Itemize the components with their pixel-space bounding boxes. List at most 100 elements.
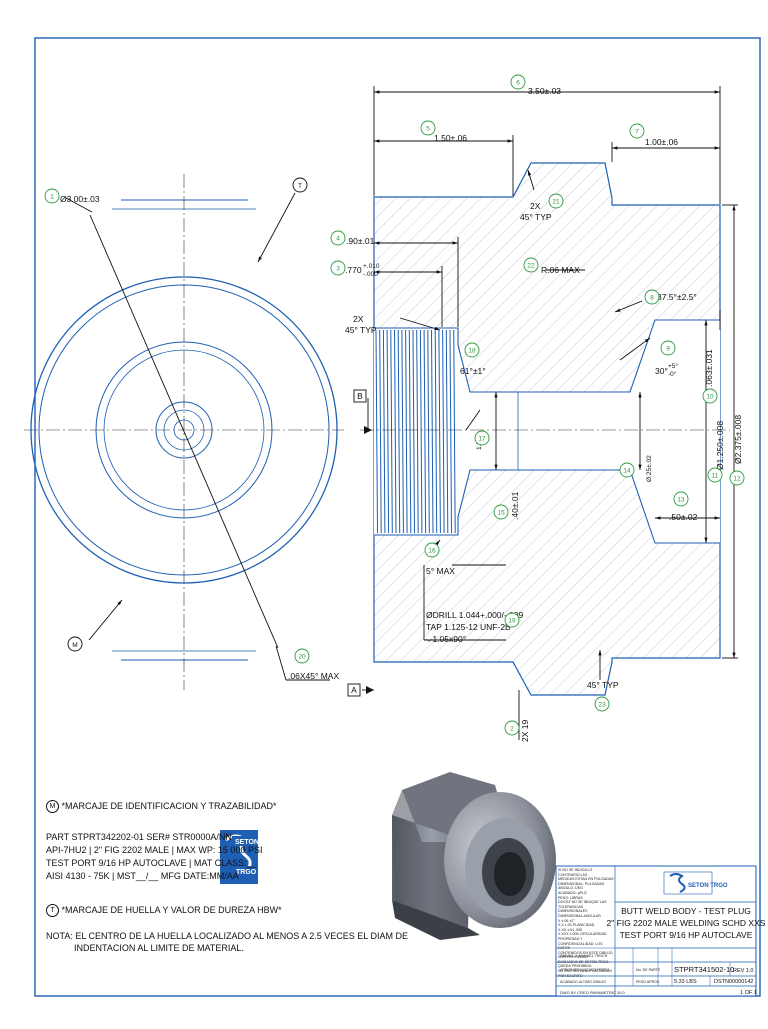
- datum-markers: B A T M: [67, 177, 374, 697]
- title-block-note-line: ACABADO: µPLG: [558, 890, 587, 895]
- title-block-note-line: DIMENSIONAL ANGULAR: [558, 913, 601, 918]
- title-block-note-line: DOCEZ NO SE INDIQUE LAS TOLERANCIAS: [558, 900, 607, 909]
- dim-d9: 30°: [655, 366, 668, 376]
- dim-d13: .50±.02: [669, 512, 698, 522]
- balloon-label: 4: [336, 235, 340, 242]
- title-block-note-line: MEDIDAS ESTAN EN PULGADAS: [558, 877, 614, 882]
- balloon-label: 8: [650, 294, 654, 301]
- dim-d11: Ø1.250±.008: [715, 421, 725, 470]
- balloon-3: 3: [330, 260, 346, 276]
- title-block: SETON TRGO BUTT WELD BODY - TEST PLUG 2"…: [555, 865, 766, 997]
- title-block-note-line: X ±.06 ±2°: [558, 918, 575, 923]
- balloon-label: 5: [426, 125, 430, 132]
- logo-line-1: SETON: [235, 839, 259, 846]
- balloon-label: 14: [623, 467, 631, 474]
- note-m-section: M *MARCAJE DE IDENTIFICACION Y TRAZABILI…: [46, 800, 277, 813]
- revision: REV 1.0: [733, 968, 753, 974]
- balloon-label: 19: [508, 617, 516, 624]
- logo-line-2: TRGO: [236, 869, 257, 876]
- balloon-19: 19: [504, 612, 520, 628]
- balloon-9: 9: [660, 340, 676, 356]
- balloon-23: 23: [594, 696, 610, 712]
- part-line-4: AISI 4130 - 75K | MST__/__ MFG DATE:MM/A…: [46, 871, 239, 881]
- balloon-label: 9: [666, 345, 670, 352]
- title-line-1: BUTT WELD BODY - TEST PLUG: [621, 906, 751, 916]
- part-line-3: TEST PORT 9/16 HP AUTOCLAVE | MAT CLASS:…: [46, 858, 257, 868]
- dim-d3-tol-top: +.010: [363, 263, 380, 270]
- balloon-7: 7: [629, 123, 645, 139]
- balloon-1: 1: [44, 188, 60, 204]
- balloon-17: 17: [474, 430, 490, 446]
- dim-d23-b: 45° TYP: [520, 212, 552, 222]
- dimension-lines: [362, 86, 738, 740]
- balloon-label: 1: [50, 193, 54, 200]
- balloon-14: 14: [619, 462, 635, 478]
- balloon-8: 8: [644, 289, 660, 305]
- part-line-1: PART STPRT342202-01 SER# STR0000A/NN: [46, 832, 232, 842]
- dim-d21-b: 45° TYP: [345, 325, 377, 335]
- marker-m: M: [72, 642, 77, 649]
- dim-d3: .770: [345, 265, 362, 275]
- dim-d20: .06X45° MAX: [288, 671, 339, 681]
- balloon-16: 16: [424, 542, 440, 558]
- thread-lines: [375, 329, 456, 534]
- m-circle-symbol: M: [46, 800, 59, 813]
- dim-d6: 3.50±.03: [528, 86, 561, 96]
- m-title: *MARCAJE DE IDENTIFICACION Y TRAZABILIDA…: [61, 800, 277, 811]
- dimension-text: Ø3.00±.03 3.50±.03 1.50±.06 1.00±.06 .90…: [60, 86, 743, 742]
- datum-a: A: [351, 685, 357, 695]
- title-block-note-line: ANGULO: DEG: [558, 886, 583, 891]
- tb-label-4: No. DE PARTE: [636, 968, 661, 972]
- part-line-2: API-7HU2 | 2" FIG 2202 MALE | MAX WP: 15…: [46, 845, 263, 855]
- dim-d9-tol-bot: -0°: [668, 370, 677, 378]
- dim-d3-tol-bot: -.000: [363, 271, 378, 278]
- title-block-note-line: PESO: LIBRAS: [558, 895, 583, 900]
- t-circle-symbol: T: [46, 904, 59, 917]
- balloon-label: 13: [677, 496, 685, 503]
- end-view: [24, 174, 344, 690]
- document-number: DSTN00000142: [714, 979, 753, 985]
- section-view: [360, 162, 730, 696]
- dim-d14: Ø.25±.02: [646, 455, 653, 482]
- title-line-2: 2" FIG 2202 MALE WELDING SCHD XXS: [607, 918, 766, 928]
- balloon-label: 20: [298, 653, 306, 660]
- dim-d21-a: 2X: [353, 314, 364, 324]
- balloon-22: 22: [523, 257, 539, 273]
- marker-t: T: [298, 183, 302, 190]
- dim-d7: 1.00±.06: [645, 137, 678, 147]
- balloon-5: 5: [420, 120, 436, 136]
- weight-value: 5.33 LBS: [674, 979, 697, 985]
- sheet-border: [34, 37, 761, 997]
- tb-label-1: J. MANUEL TROCH: [575, 954, 608, 958]
- dim-d22: R.06 MAX: [541, 265, 580, 275]
- balloon-label: 12: [733, 475, 741, 482]
- dim-d4: .90±.01: [346, 236, 375, 246]
- tb-label-2: APROBO: [560, 968, 576, 972]
- dim-d24: 45° TYP: [587, 680, 619, 690]
- balloon-label: 6: [516, 79, 520, 86]
- dim-d1: Ø3.00±.03: [60, 194, 100, 204]
- t-title: *MARCAJE DE HUELLA Y VALOR DE DUREZA HBW…: [61, 904, 282, 915]
- part-number: STPRT341502-10: [674, 965, 734, 974]
- balloon-label: 17: [478, 435, 486, 442]
- title-block-note-line: X.XX ±.01 .005: [558, 927, 583, 932]
- dim-d9-tol-top: +5°: [668, 362, 678, 370]
- title-block-note-line: PROPIEDAD Y CONFIDENCIALIDAD: LOS DATOS: [558, 936, 603, 951]
- balloon-label: 10: [706, 393, 714, 400]
- title-block-note-line: EXCLUSIVA DE SETON TRGO. QUEDA PROHIBIDA: [558, 959, 610, 969]
- dim-d16: 5° MAX: [426, 566, 455, 576]
- title-logo-small: SETON TRGO: [688, 883, 728, 889]
- seton-trgo-logo: SETON TRGO: [220, 830, 259, 884]
- nota-line-1: NOTA: EL CENTRO DE LA HUELLA LOCALIZADO …: [46, 931, 408, 941]
- tb-label-5: ACABADO ULTIMO DIBUJO: [560, 980, 606, 984]
- software-label: DWG BY CREO PARAMETRIC 10.0: [560, 990, 626, 995]
- dim-d23: 2X: [530, 201, 541, 211]
- datum-b: B: [357, 391, 363, 401]
- balloon-2: 2: [504, 720, 520, 736]
- balloon-label: 3: [336, 265, 340, 272]
- balloon-4: 4: [330, 230, 346, 246]
- title-block-note-line: SU USO SIN LA AUTORIZACION POR ESCRITO: [558, 969, 612, 978]
- balloon-label: 18: [468, 347, 476, 354]
- sheet-number: 1 OF 1: [740, 990, 757, 996]
